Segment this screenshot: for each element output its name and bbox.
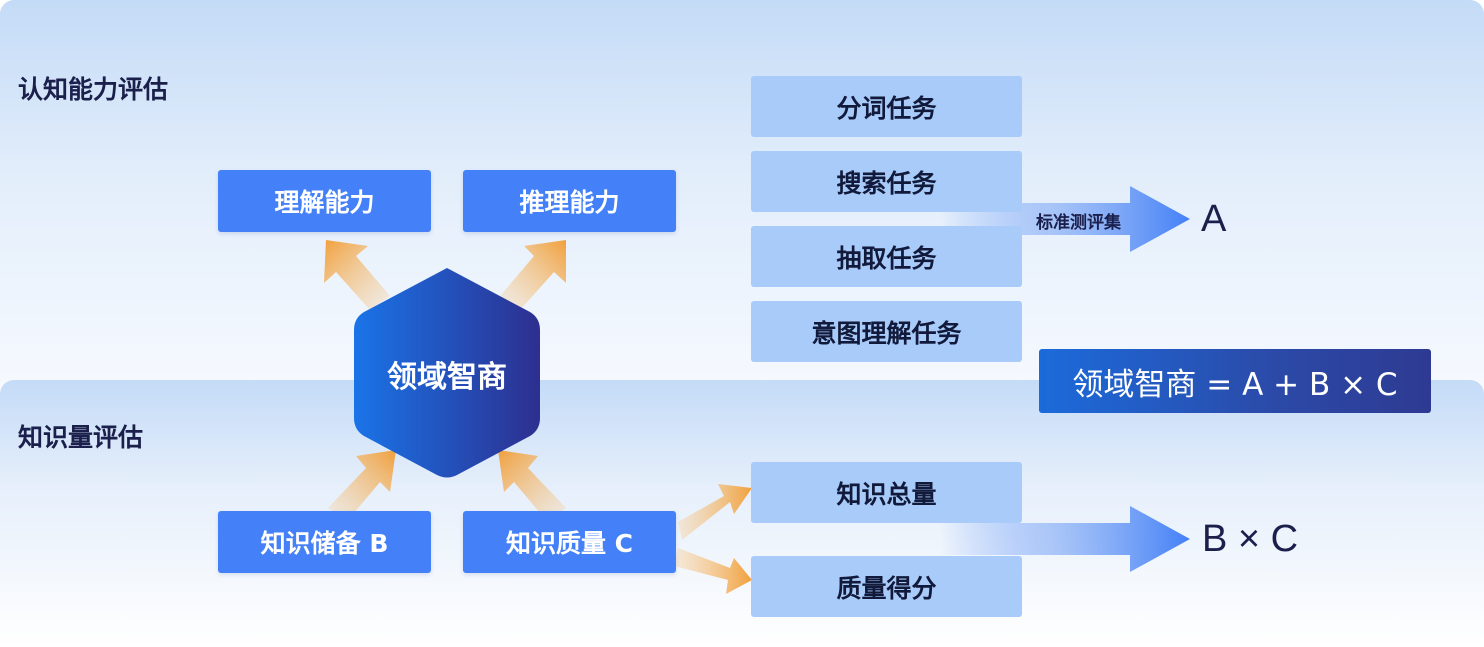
arrow-to-bc (940, 506, 1190, 572)
metric-total: 知识总量 (751, 462, 1022, 523)
task-search: 搜索任务 (751, 151, 1022, 212)
arrow-to-quality-score (674, 548, 752, 594)
task-extraction: 抽取任务 (751, 226, 1022, 287)
arrow-to-understanding (324, 240, 390, 310)
task-segmentation: 分词任务 (751, 76, 1022, 137)
formula-box: 领域智商 = A + B × C (1039, 349, 1431, 413)
arrow-from-quality (498, 450, 566, 520)
arrow-to-a (940, 186, 1190, 252)
result-a: A (1201, 198, 1227, 240)
center-hexagon (354, 268, 540, 478)
arrow-to-reasoning (500, 240, 566, 310)
section-title-cognitive: 认知能力评估 (18, 75, 169, 104)
knowledge-quality-box: 知识质量 C (463, 511, 676, 573)
understanding-box: 理解能力 (218, 170, 431, 232)
arrow-from-reserve (328, 450, 396, 520)
reasoning-box: 推理能力 (463, 170, 676, 232)
result-bc: B × C (1202, 518, 1299, 560)
center-label: 领域智商 (387, 360, 507, 395)
task-intent: 意图理解任务 (751, 301, 1022, 362)
knowledge-reserve-box: 知识储备 B (218, 511, 431, 573)
arrow-to-total (678, 484, 752, 540)
benchmark-label: 标准测评集 (1036, 213, 1121, 233)
section-title-knowledge: 知识量评估 (18, 423, 144, 452)
metric-quality-score: 质量得分 (751, 556, 1022, 617)
